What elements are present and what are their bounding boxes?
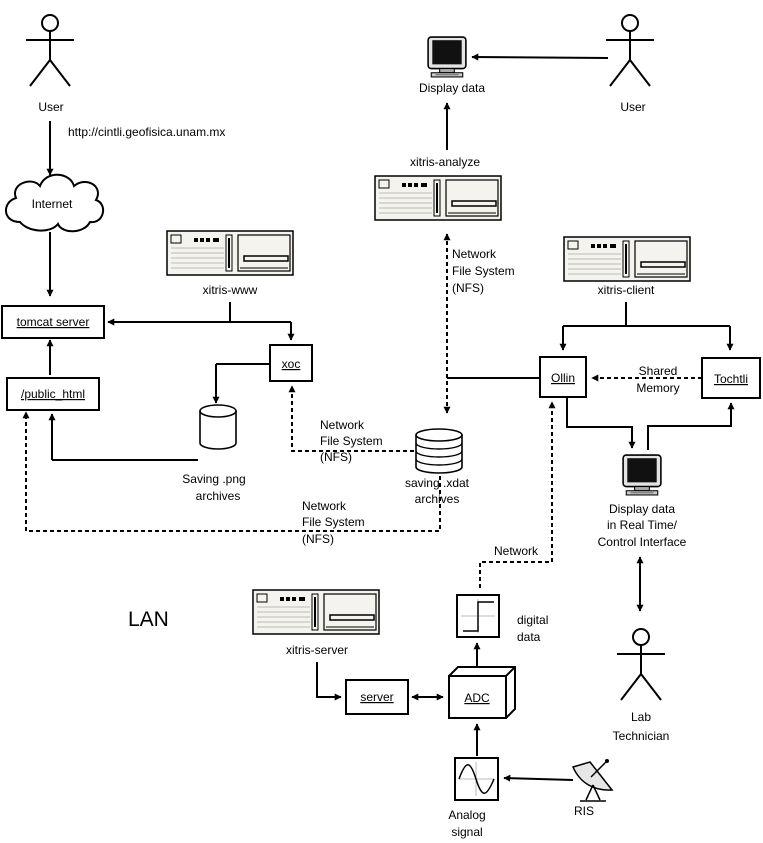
adc-box xyxy=(448,666,516,719)
nfs-top-label-2: File System xyxy=(452,264,515,278)
user-right-actor-icon xyxy=(605,14,655,87)
lab-technician-label-2: Technician xyxy=(613,729,670,743)
satellite-dish-icon xyxy=(571,759,614,802)
saving-xdat-database-icon xyxy=(415,428,463,474)
lab-technician-label-1: Lab xyxy=(631,710,651,724)
shared-memory-label-1: Shared xyxy=(639,364,678,378)
public-html-box xyxy=(6,377,100,411)
nfs-mid-label-1: Network xyxy=(320,418,365,432)
user-left-label: User xyxy=(38,100,63,114)
display-top-monitor-icon xyxy=(427,36,467,78)
xitris-www-server-icon xyxy=(166,230,294,276)
lab-technician-actor-icon xyxy=(616,628,666,701)
url-label: http://cintli.geofisica.unam.mx xyxy=(68,125,225,139)
user-right-label: User xyxy=(620,100,645,114)
lan-label: LAN xyxy=(128,608,169,631)
nfs-mid-label-2: File System xyxy=(320,434,383,448)
shared-memory-label-2: Memory xyxy=(636,381,679,395)
nfs-bottom-label-1: Network xyxy=(302,499,347,513)
ollin-box xyxy=(539,356,587,398)
internet-cloud-icon xyxy=(5,173,105,233)
digital-signal-icon xyxy=(456,594,500,638)
network-label: Network xyxy=(494,544,539,558)
tomcat-server-label: tomcat server xyxy=(17,315,90,329)
analog-signal-label-2: signal xyxy=(451,825,482,839)
analog-signal-icon xyxy=(454,757,499,801)
analog-signal-label-1: Analog xyxy=(448,808,485,822)
nfs-bottom-label-3: (NFS) xyxy=(302,532,334,546)
xitris-client-label: xitris-client xyxy=(598,283,655,297)
saving-png-label-2: archives xyxy=(196,489,241,503)
digital-data-label-1: digital xyxy=(517,613,548,627)
public-html-label: /public_html xyxy=(21,387,85,401)
display-realtime-label-2: in Real Time/ xyxy=(607,518,678,532)
server-label: server xyxy=(360,690,393,704)
xitris-www-label: xitris-www xyxy=(203,283,258,297)
digital-data-label-2: data xyxy=(517,630,541,644)
xitris-server-server-icon xyxy=(252,589,380,635)
saving-png-label-1: Saving .png xyxy=(182,472,245,486)
display-realtime-label-1: Display data xyxy=(609,502,675,516)
adc-label: ADC xyxy=(464,691,490,705)
ris-label: RIS xyxy=(574,804,594,818)
tomcat-server-box xyxy=(1,305,105,339)
xitris-client-server-icon xyxy=(563,236,691,282)
saving-xdat-label-2: archives xyxy=(415,492,460,506)
xitris-analyze-label: xitris-analyze xyxy=(410,155,480,169)
nfs-mid-label-3: (NFS) xyxy=(320,450,352,464)
display-realtime-monitor-icon xyxy=(622,454,662,496)
ollin-label: Ollin xyxy=(551,371,575,385)
display-data-top-label: Display data xyxy=(419,81,485,95)
xitris-server-label: xitris-server xyxy=(286,643,348,657)
nfs-bottom-label-2: File System xyxy=(302,515,365,529)
nfs-top-label-3: (NFS) xyxy=(452,281,484,295)
saving-png-database-icon xyxy=(199,404,237,450)
saving-xdat-label-1: saving .xdat xyxy=(405,476,470,490)
tochtli-label: Tochtli xyxy=(714,372,748,386)
xitris-analyze-server-icon xyxy=(374,175,502,221)
user-left-actor-icon xyxy=(25,14,75,87)
server-box xyxy=(345,679,409,715)
internet-label: Internet xyxy=(32,197,73,211)
nfs-top-label-1: Network xyxy=(452,247,497,261)
display-realtime-label-3: Control Interface xyxy=(598,535,687,549)
xoc-label: xoc xyxy=(282,357,301,371)
